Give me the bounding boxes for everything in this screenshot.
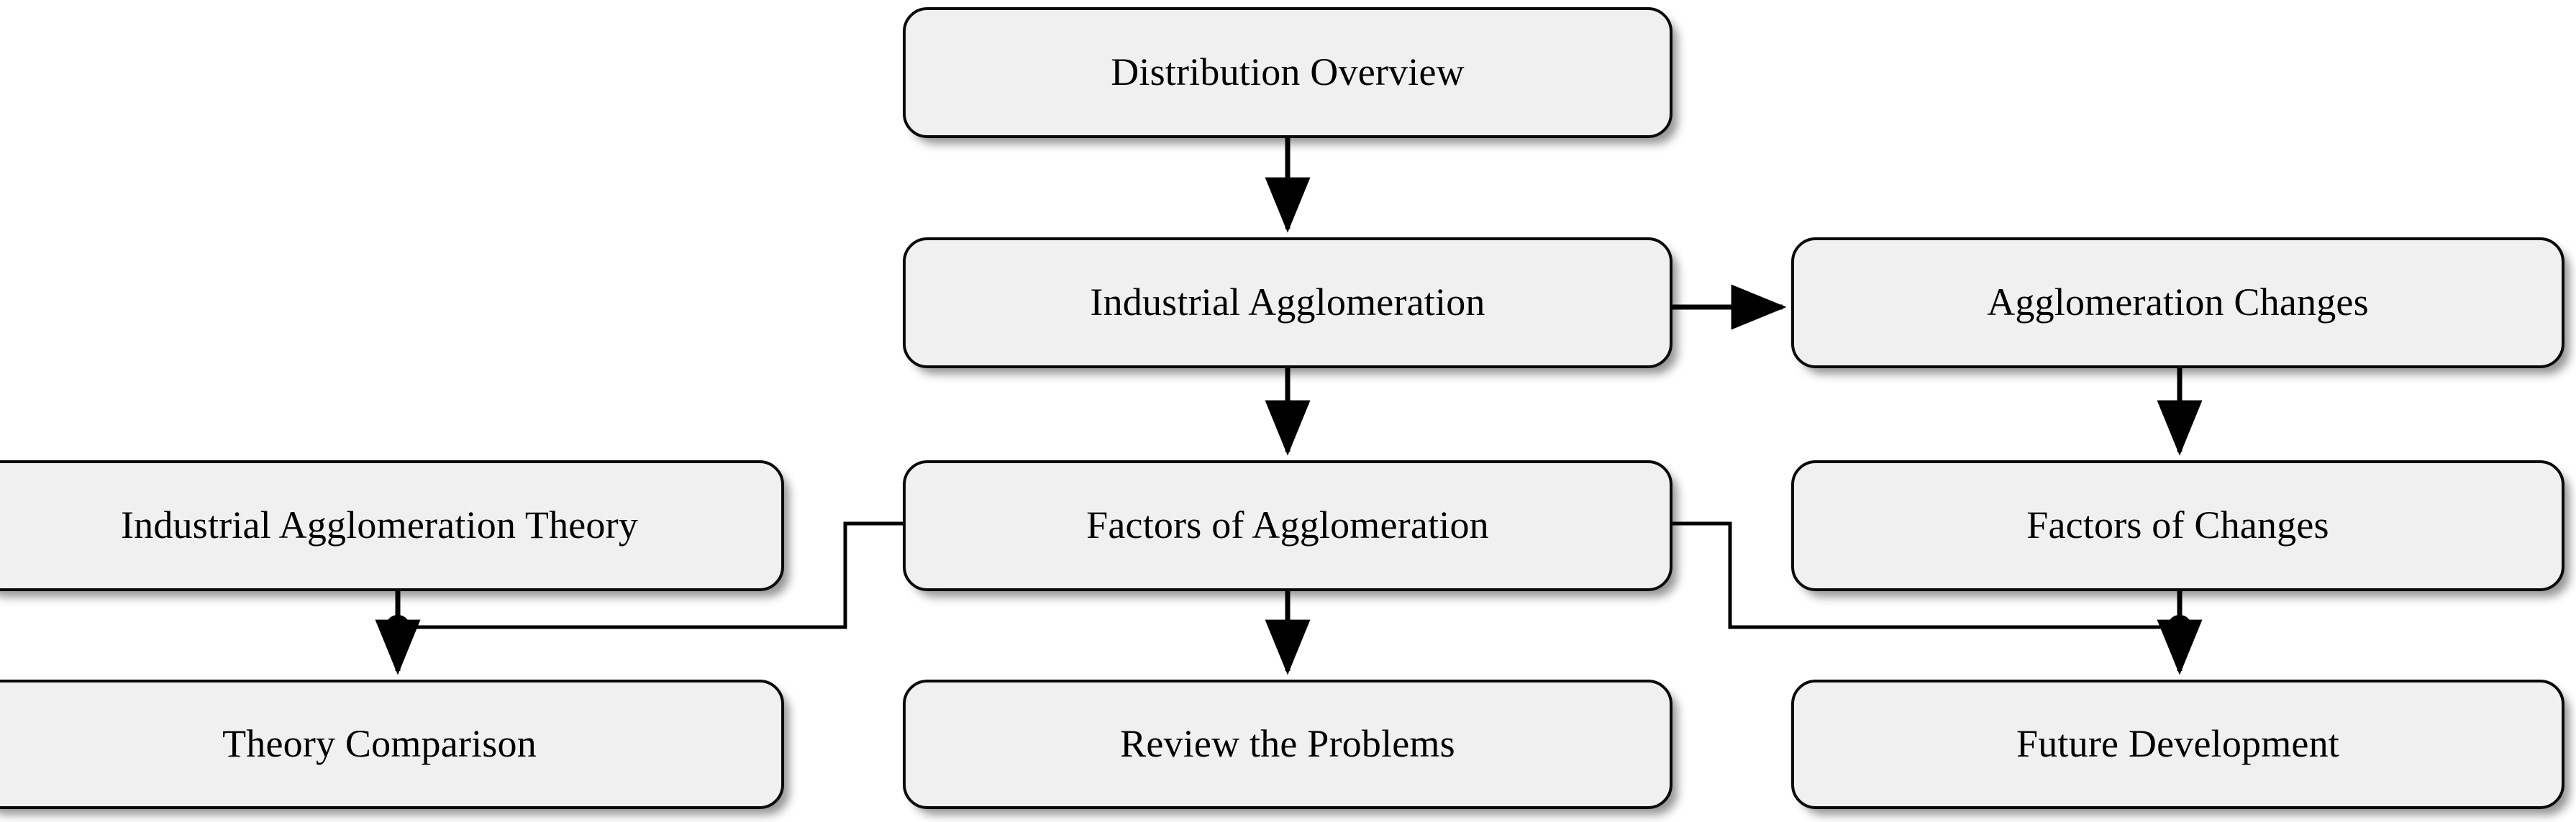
- node-label: Theory Comparison: [222, 722, 537, 766]
- node-future-development[interactable]: Future Development: [1791, 680, 2564, 809]
- junction-dot-left: [386, 615, 410, 639]
- node-theory-comparison[interactable]: Theory Comparison: [0, 680, 784, 809]
- node-label: Agglomeration Changes: [1987, 280, 2369, 324]
- node-label: Distribution Overview: [1111, 50, 1465, 94]
- node-label: Factors of Agglomeration: [1086, 503, 1489, 547]
- node-distribution-overview[interactable]: Distribution Overview: [903, 7, 1672, 138]
- node-industrial-agglomeration[interactable]: Industrial Agglomeration: [903, 237, 1672, 368]
- node-factors-of-changes[interactable]: Factors of Changes: [1791, 460, 2564, 591]
- node-label: Industrial Agglomeration: [1090, 280, 1485, 324]
- node-agglomeration-changes[interactable]: Agglomeration Changes: [1791, 237, 2564, 368]
- node-label: Future Development: [2016, 722, 2339, 766]
- node-label: Review the Problems: [1120, 722, 1455, 766]
- node-review-the-problems[interactable]: Review the Problems: [903, 680, 1672, 809]
- node-label: Industrial Agglomeration Theory: [120, 503, 639, 547]
- junction-dot-right: [2167, 615, 2192, 639]
- node-label: Factors of Changes: [2026, 503, 2329, 547]
- node-industrial-agglomeration-theory[interactable]: Industrial Agglomeration Theory: [0, 460, 784, 591]
- node-factors-of-agglomeration[interactable]: Factors of Agglomeration: [903, 460, 1672, 591]
